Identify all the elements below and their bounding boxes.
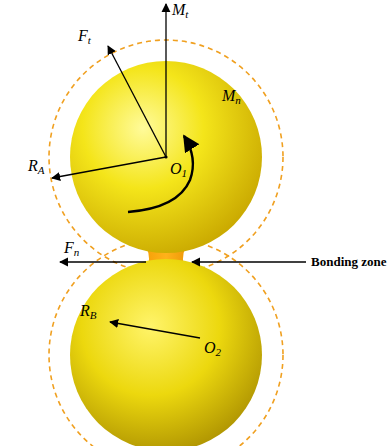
moment-t-arrow (165, 4, 166, 157)
force-n-arrow (60, 261, 146, 262)
center-label: O1 (170, 161, 187, 177)
moment-label: Mt (172, 2, 188, 18)
force-label: Fn (64, 240, 79, 256)
radius-label: RB (80, 303, 97, 319)
bonding-zone-label: Bonding zone (311, 255, 387, 268)
force-label: Ft (78, 28, 91, 44)
moment-n-arrow (128, 136, 193, 212)
force-t-arrow (108, 46, 166, 157)
center-label: O2 (204, 340, 221, 356)
radius-label: RA (28, 158, 45, 174)
influence-circle-b (49, 238, 283, 446)
radius-a-arrow (52, 157, 166, 178)
bonding-zone-arrow (192, 261, 306, 262)
moment-label: Mn (222, 88, 241, 104)
radius-b-arrow (110, 322, 200, 338)
particle-b (70, 259, 262, 446)
